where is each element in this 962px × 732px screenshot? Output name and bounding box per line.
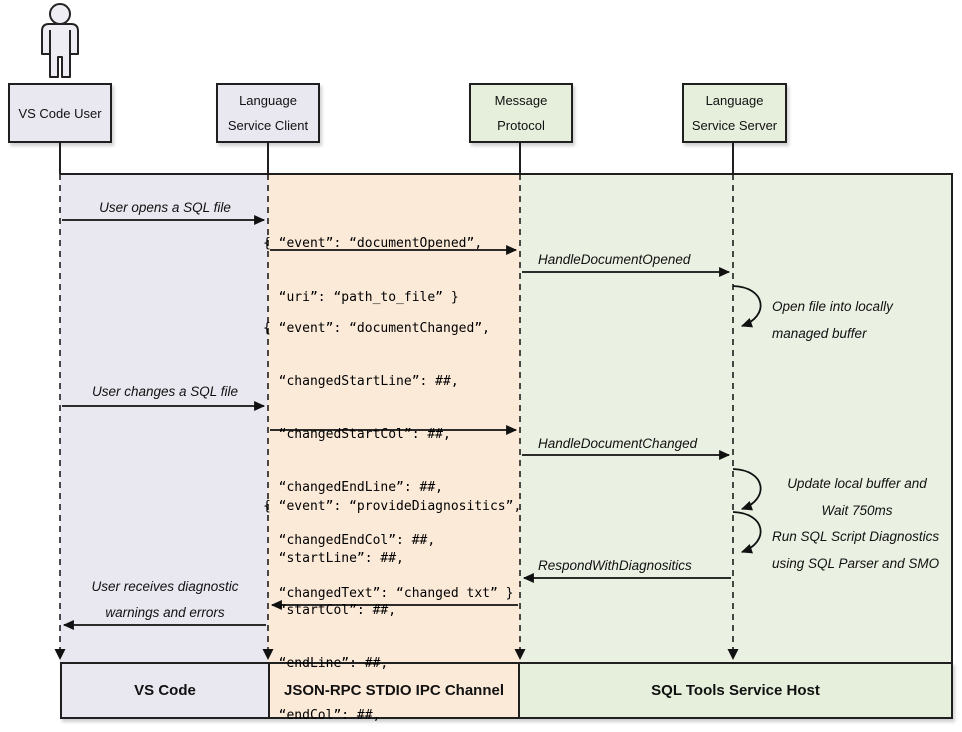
actor-label: Language bbox=[705, 93, 764, 108]
band-ipc-channel bbox=[268, 175, 520, 662]
person-arms-icon bbox=[49, 30, 71, 54]
label-line: User receives diagnostic bbox=[91, 579, 239, 594]
note-line: Wait 750ms bbox=[821, 503, 893, 518]
code-line: “startCol”: ##, bbox=[263, 603, 397, 619]
code-line: “changedStartLine”: ##, bbox=[263, 374, 459, 389]
note-open-file: Open file into locally managed buffer bbox=[772, 293, 893, 347]
actor-box-message-protocol: Message Protocol bbox=[469, 83, 573, 143]
actor-box-vscode-user: VS Code User bbox=[8, 83, 112, 143]
code-line: “endCol”: ##, bbox=[263, 707, 381, 723]
code-line: “changedText”: “changed txt” } bbox=[263, 586, 514, 601]
lane-label: JSON-RPC STDIO IPC Channel bbox=[283, 682, 505, 699]
label-user-receives: User receives diagnostic warnings and er… bbox=[70, 574, 260, 626]
code-line: { “event”: “provideDiagnositics”, bbox=[263, 499, 522, 514]
label-user-opens: User opens a SQL file bbox=[99, 200, 231, 215]
swimlane-band bbox=[60, 173, 953, 662]
label-respond-with-diagnostics: RespondWithDiagnositics bbox=[538, 558, 692, 573]
note-line: using SQL Parser and SMO bbox=[772, 556, 940, 571]
lane-ipc-channel: JSON-RPC STDIO IPC Channel bbox=[270, 662, 520, 719]
person-body-icon bbox=[41, 23, 79, 78]
lane-label: VS Code bbox=[134, 682, 196, 699]
note-line: Update local buffer and bbox=[787, 476, 927, 491]
actor-box-language-service-client: Language Service Client bbox=[216, 83, 320, 143]
label-handle-document-opened: HandleDocumentOpened bbox=[538, 252, 691, 267]
note-line: Run SQL Script Diagnostics bbox=[772, 529, 940, 544]
lifeline-stub bbox=[267, 142, 269, 174]
actor-label: VS Code User bbox=[18, 105, 102, 121]
label-line: warnings and errors bbox=[105, 605, 225, 620]
user-actor-icon bbox=[41, 3, 79, 78]
note-line: managed buffer bbox=[772, 326, 867, 341]
message-document-changed: { “event”: “documentChanged”, “changedSt… bbox=[263, 287, 513, 635]
actor-label: Service Server bbox=[691, 118, 778, 133]
actor-label: Message bbox=[494, 93, 548, 108]
actor-label: Protocol bbox=[497, 118, 545, 133]
note-line: Open file into locally bbox=[772, 299, 893, 314]
band-vscode bbox=[60, 175, 268, 662]
lane-label: SQL Tools Service Host bbox=[651, 682, 820, 699]
actor-label: Language bbox=[239, 93, 297, 108]
code-line: “uri”: “path_to_file” } bbox=[263, 290, 459, 305]
code-line: { “event”: “documentOpened”, bbox=[263, 236, 483, 251]
actor-box-language-service-server: Language Service Server bbox=[682, 83, 787, 143]
message-provide-diagnostics: { “event”: “provideDiagnositics”, “start… bbox=[263, 466, 521, 732]
person-head-icon bbox=[49, 3, 71, 25]
actor-label: Service Client bbox=[227, 118, 309, 133]
lifeline-stub bbox=[519, 142, 521, 174]
code-line: “changedEndLine”: ##, bbox=[263, 480, 444, 495]
message-document-opened: { “event”: “documentOpened”, “uri”: “pat… bbox=[263, 202, 482, 340]
code-line: “changedStartCol”: ##, bbox=[263, 427, 451, 442]
lifeline-stub bbox=[732, 142, 734, 174]
code-line: “changedEndCol”: ##, bbox=[263, 533, 436, 548]
lifeline-stub bbox=[59, 142, 61, 174]
lane-vscode: VS Code bbox=[60, 662, 270, 719]
note-update-buffer: Update local buffer and Wait 750ms bbox=[757, 470, 957, 524]
band-service-host bbox=[520, 175, 951, 662]
label-handle-document-changed: HandleDocumentChanged bbox=[538, 436, 698, 451]
lane-service-host: SQL Tools Service Host bbox=[520, 662, 953, 719]
label-user-changes: User changes a SQL file bbox=[91, 384, 239, 399]
code-line: “endLine”: ##, bbox=[263, 655, 389, 671]
code-line: { “event”: “documentChanged”, bbox=[263, 321, 490, 336]
note-run-diagnostics: Run SQL Script Diagnostics using SQL Par… bbox=[772, 523, 939, 577]
code-line: “startLine”: ##, bbox=[263, 551, 404, 567]
